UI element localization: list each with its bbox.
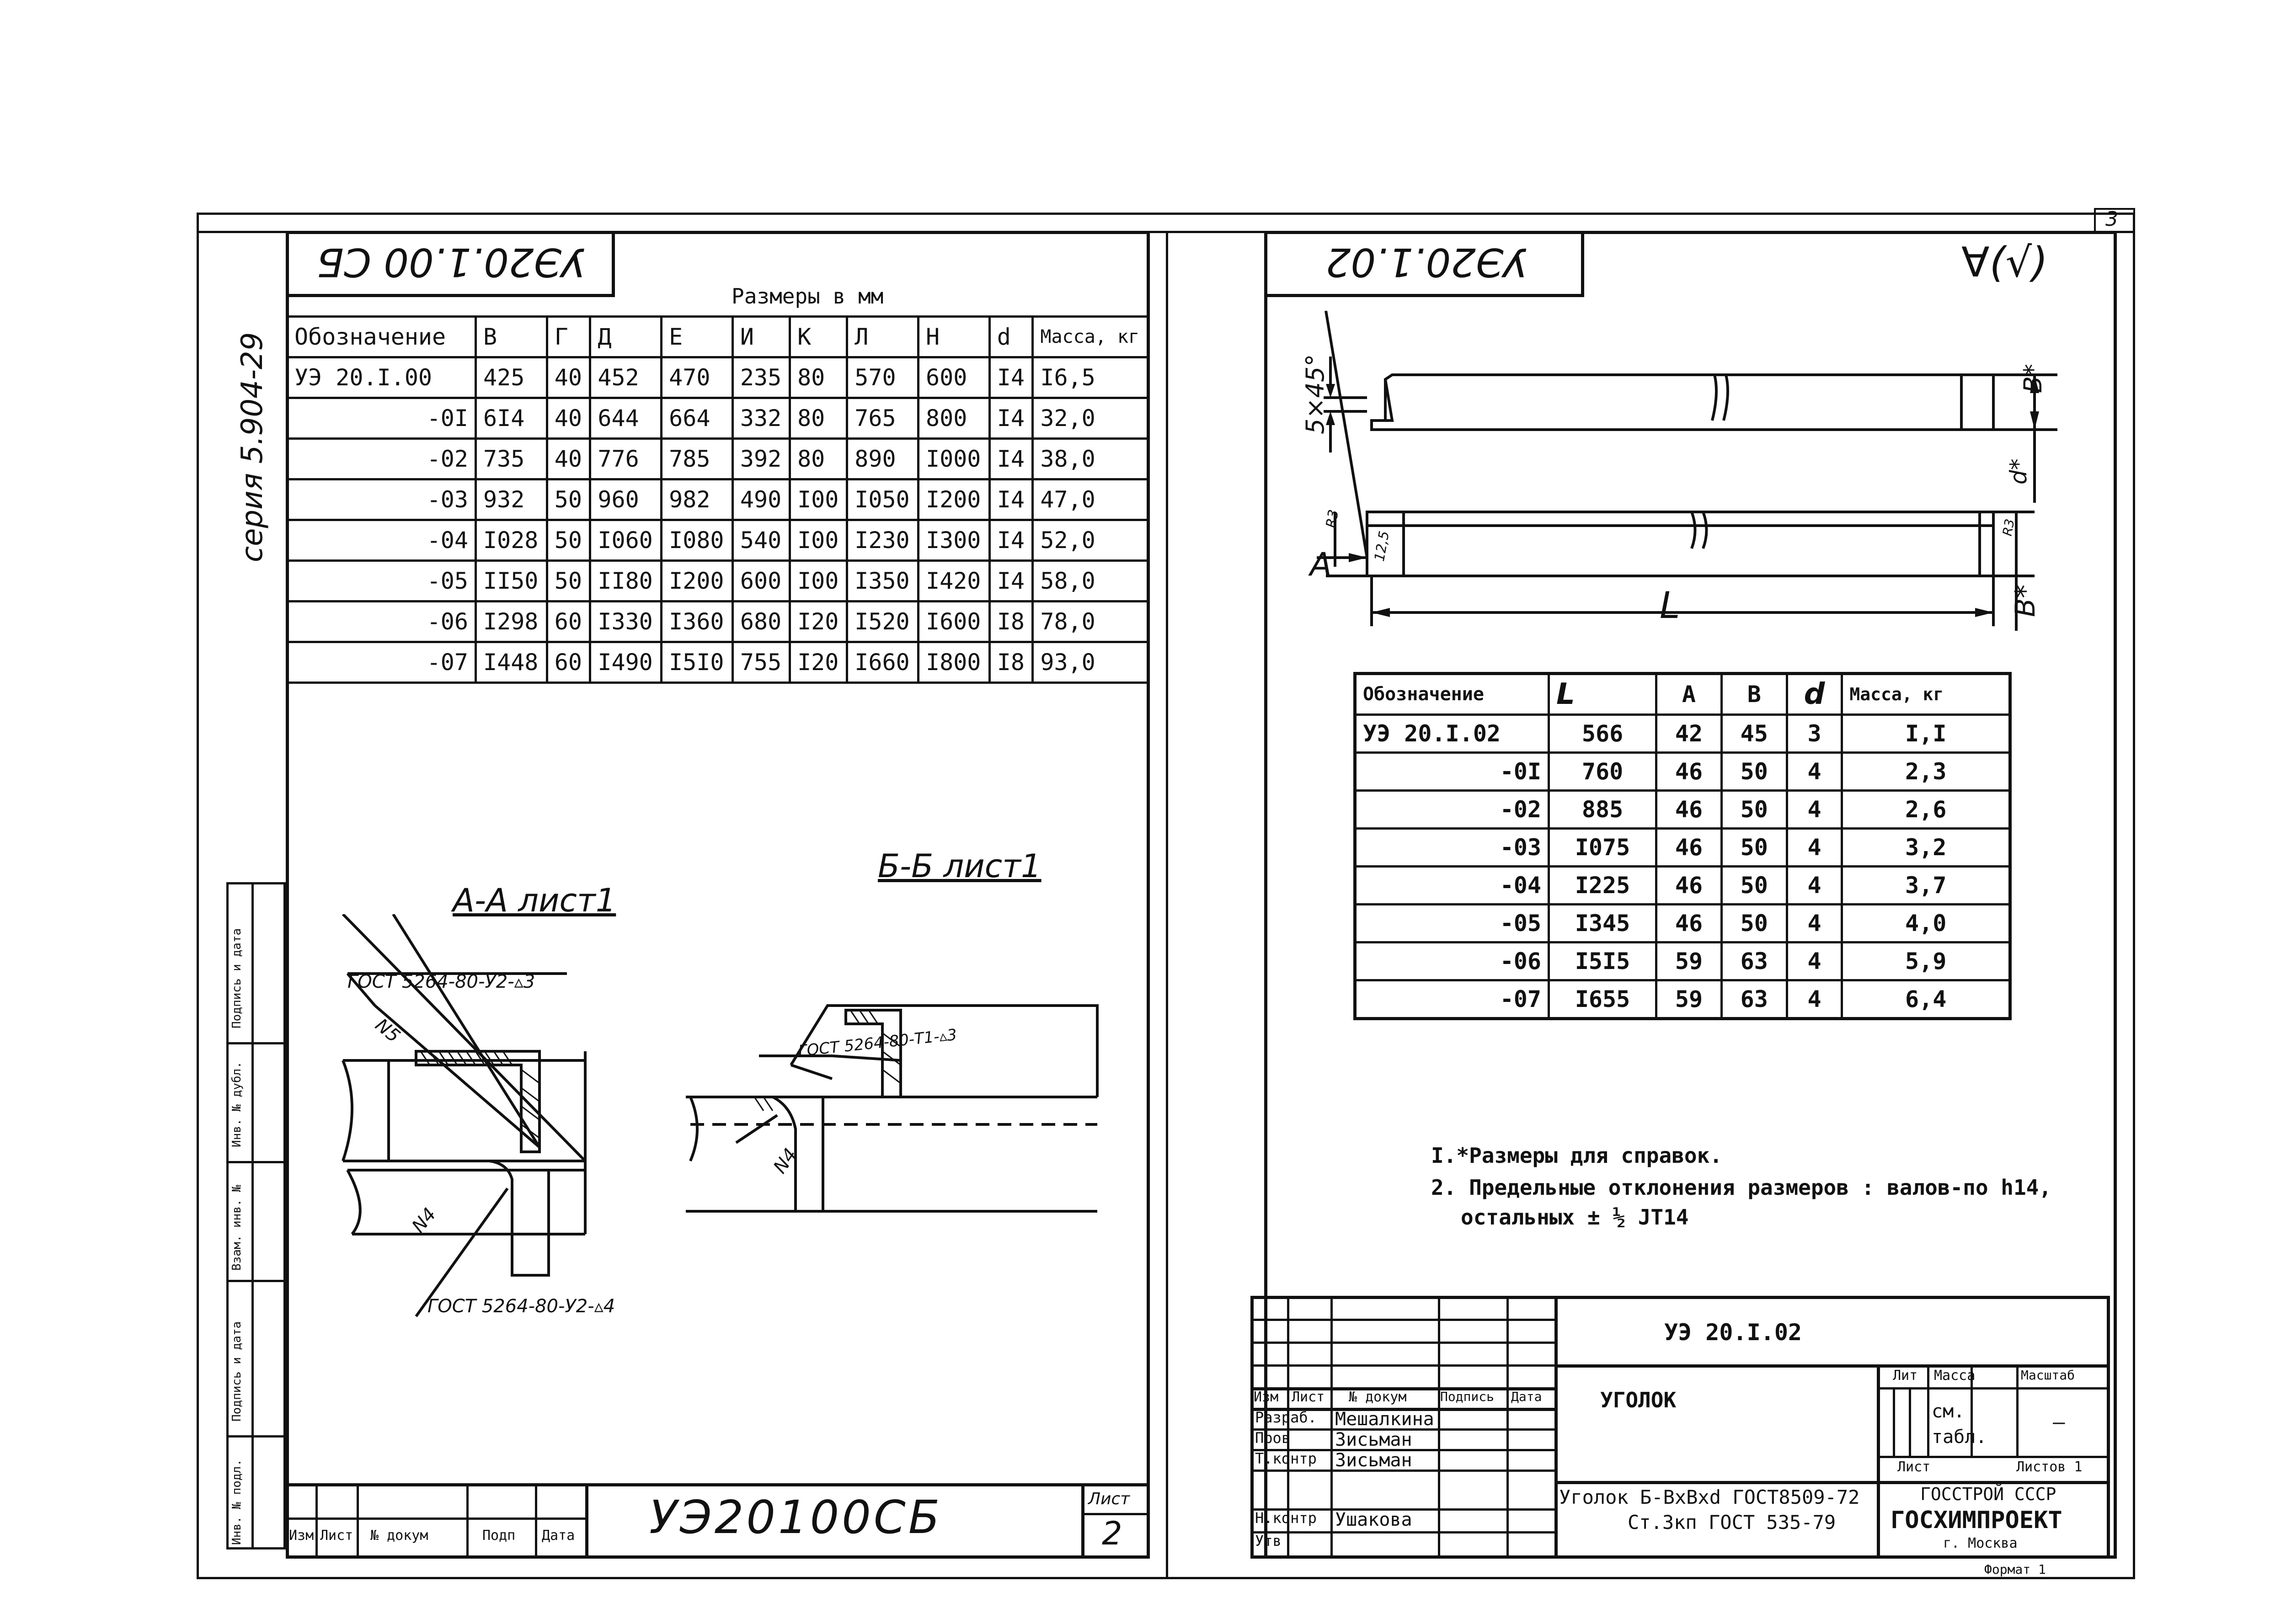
dim-chamfer: 5×45°	[1301, 354, 1330, 434]
left-tb-sheet-no: 2	[1102, 1515, 1122, 1552]
note-2: 2. Предельные отклонения размеров : вало…	[1431, 1175, 2052, 1200]
tb-format: Формат 1	[1984, 1562, 2046, 1577]
dim-A: A	[1310, 546, 1332, 583]
dim-r3: R3	[1999, 517, 2018, 538]
left-tb-code: УЭ20100СБ	[649, 1491, 943, 1544]
tb-role: Разраб.	[1255, 1409, 1317, 1426]
tb-sheets: Листов 1	[2016, 1459, 2083, 1475]
dim-d: d*	[2005, 458, 2032, 485]
left-spec-table: Обозначение В Г Д Е И К Л Н d Масса, кг …	[286, 315, 1150, 684]
roughness-mark: ∀(√)	[1961, 239, 2048, 287]
tb-doc-code: УЭ 20.I.02	[1664, 1319, 1802, 1346]
tb-org-2: ГОСХИМПРОЕКТ	[1891, 1507, 2062, 1534]
left-tb-col-doc: № докум	[370, 1528, 428, 1544]
tb-person: Мешалкина	[1335, 1409, 1434, 1430]
table-header-row: Обозначение L A B d Масса, кг	[1354, 672, 2011, 716]
tb-role: Т.контр	[1255, 1450, 1317, 1467]
left-stamp-box	[286, 231, 615, 297]
section-drawings	[342, 914, 1099, 1317]
dim-B-top: B*	[2019, 363, 2047, 393]
dim-L: L	[1660, 584, 1680, 627]
side-label-5: Инв. № подл.	[230, 1459, 244, 1545]
left-tb-sheet-label: Лист	[1088, 1490, 1130, 1508]
right-stamp-code: УЭ20.1.02	[1325, 239, 1528, 285]
note-3: остальных ± ½ JT14	[1461, 1205, 1689, 1230]
dim-B-bottom: B*	[2009, 584, 2041, 617]
note-1: I.*Размеры для справок.	[1431, 1143, 1722, 1168]
size-caption: Размеры в мм	[732, 284, 884, 309]
corner-page-number: 3	[2105, 208, 2118, 231]
tb-role: Пров	[1255, 1429, 1291, 1447]
section-aa-title: А-А лист1	[453, 882, 616, 919]
side-stamp	[226, 882, 286, 1549]
tb-col-izm: Изм	[1254, 1389, 1279, 1405]
side-label-2: Инв. № дубл.	[230, 1061, 244, 1147]
side-label-3: Взам. инв. №	[230, 1185, 244, 1271]
tb-org-1: ГОССТРОЙ СССР	[1920, 1484, 2056, 1504]
left-stamp-code: УЭ20.1.00 СБ	[316, 239, 585, 285]
table-header-row: Обозначение В Г Д Е И К Л Н d Масса, кг	[286, 315, 1150, 358]
section-bb-title: Б-Б лист1	[878, 847, 1042, 885]
tb-mass-val: см. табл.	[1932, 1401, 1987, 1448]
tb-col-list: Лист	[1292, 1389, 1325, 1405]
tb-role: Утв	[1255, 1532, 1282, 1549]
tb-org-3: г. Москва	[1943, 1535, 2018, 1551]
tb-role: Н.контр	[1255, 1509, 1317, 1527]
weld-label-1: ГОСТ 5264-80-У2-▵3	[347, 971, 535, 992]
tb-material-1: Уголок Б-ВхВхd ГОСТ8509-72	[1559, 1486, 1860, 1508]
right-spec-table: Обозначение L A B d Масса, кг УЭ 20.I.02…	[1353, 672, 2012, 1020]
left-tb-col-izm: Изм	[289, 1528, 314, 1544]
tb-col-date: Дата	[1511, 1389, 1542, 1404]
left-tb-col-sign: Подп	[482, 1528, 516, 1544]
tb-scale-val: —	[2053, 1411, 2065, 1434]
side-label-4: Подпись и дата	[230, 1321, 244, 1422]
right-stamp-box	[1264, 231, 1584, 297]
angle-drawing	[1317, 311, 2057, 631]
tb-person: Зисьман	[1335, 1429, 1412, 1450]
series-label: серия 5.904-29	[235, 332, 269, 562]
left-margin-line	[286, 231, 288, 1559]
tb-mass: Масса	[1934, 1368, 1976, 1384]
tb-sheet: Лист	[1897, 1459, 1931, 1475]
tb-col-sign: Подпись	[1440, 1389, 1495, 1404]
side-label-1: Подпись и дата	[230, 928, 244, 1028]
sheet-divider	[1166, 231, 1168, 1579]
tb-person: Зисьман	[1335, 1450, 1412, 1471]
tb-material-2: Ст.3кп ГОСТ 535-79	[1628, 1511, 1836, 1533]
tb-lit: Лит	[1893, 1368, 1918, 1384]
tb-name: УГОЛОК	[1600, 1388, 1677, 1412]
left-tb-col-date: Дата	[542, 1528, 575, 1544]
tb-person: Ушакова	[1335, 1509, 1412, 1530]
side-stamp-divider	[251, 882, 254, 1549]
right-title-block	[1250, 1296, 2110, 1559]
tb-col-doc: № докум	[1349, 1389, 1407, 1405]
weld-label-3: ГОСТ 5264-80-У2-▵4	[427, 1296, 615, 1317]
left-tb-col-list: Лист	[320, 1528, 353, 1544]
tb-scale: Масштаб	[2021, 1368, 2075, 1383]
dim-r1: R3	[1323, 508, 1342, 529]
